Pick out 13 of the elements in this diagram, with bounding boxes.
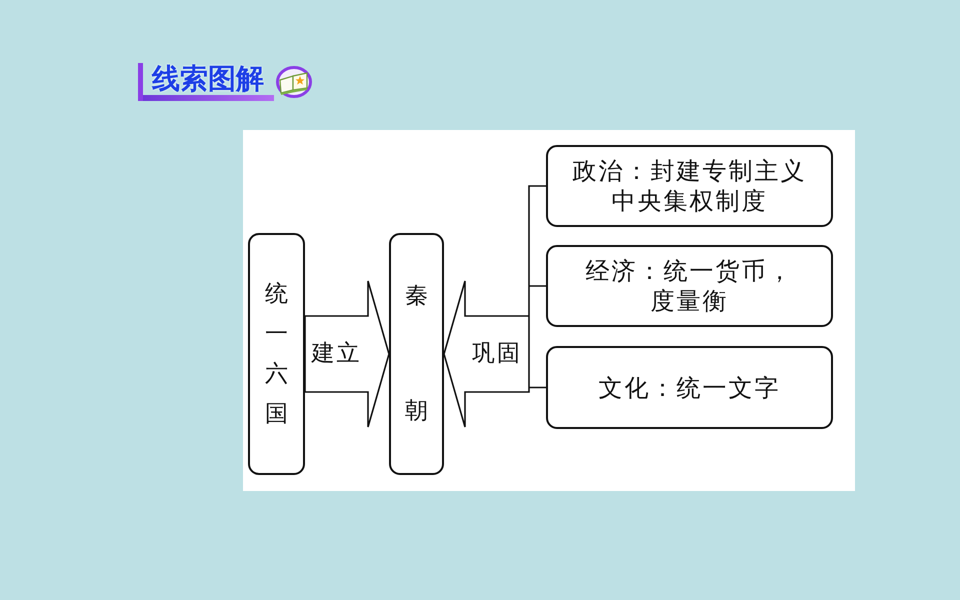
node-text: 秦朝 xyxy=(405,282,428,426)
node-text: 文化：统一文字 xyxy=(598,372,782,402)
process-box xyxy=(546,346,833,429)
node-text: 政治：封建专制主义中央集权制度 xyxy=(572,156,808,216)
title: 线索图解 xyxy=(138,63,274,101)
node-text: 经济：统一货币，度量衡 xyxy=(584,256,794,316)
process-box xyxy=(546,245,833,327)
process-box xyxy=(248,233,305,475)
process-box xyxy=(546,145,833,227)
block-arrow xyxy=(304,280,390,428)
process-box xyxy=(389,233,444,475)
bracket-arrow xyxy=(443,185,547,428)
node-text: 统一六国 xyxy=(265,280,288,430)
